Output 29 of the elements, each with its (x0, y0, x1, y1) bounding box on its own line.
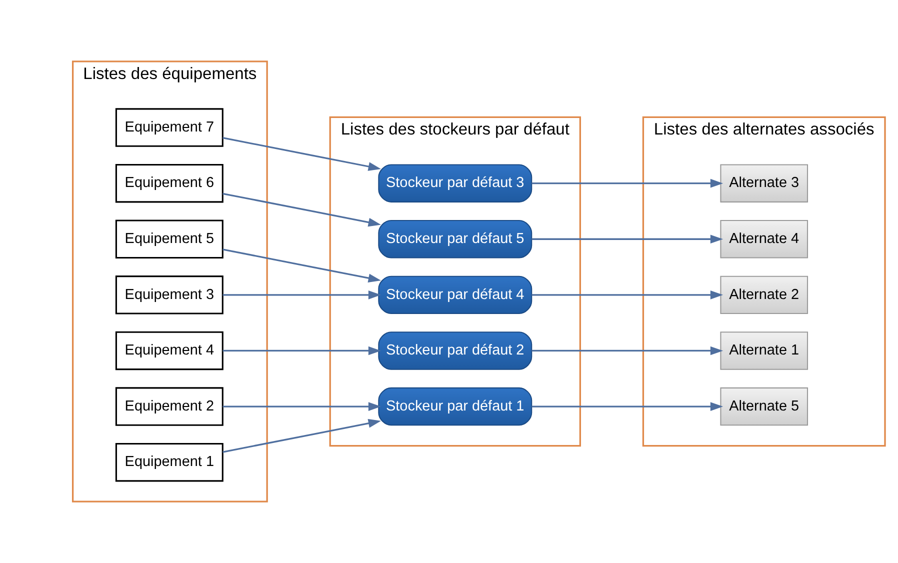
node-box: Stockeur par défaut 2 (378, 332, 532, 370)
node-box: Alternate 2 (720, 276, 808, 314)
arrow (222, 419, 381, 453)
arrow (222, 402, 382, 411)
arrow (222, 290, 382, 300)
arrow (532, 346, 724, 356)
node-box: Stockeur par défaut 1 (378, 387, 532, 426)
node-box: Equipement 3 (115, 276, 224, 314)
arrow (222, 137, 381, 171)
arrow (532, 290, 724, 300)
arrow (222, 346, 382, 356)
node-box: Alternate 1 (720, 332, 808, 370)
arrow (222, 192, 381, 227)
node-box: Equipement 7 (115, 108, 224, 147)
arrow (222, 248, 381, 282)
node-box: Equipement 6 (115, 164, 224, 203)
node-box: Alternate 3 (720, 164, 808, 202)
node-box: Stockeur par défaut 4 (378, 276, 532, 314)
node-box: Alternate 4 (720, 220, 808, 258)
node-box: Alternate 5 (720, 387, 808, 426)
node-box: Equipement 2 (115, 387, 224, 426)
node-box: Equipement 4 (115, 331, 224, 370)
node-box: Equipement 5 (115, 220, 224, 258)
node-box: Stockeur par défaut 5 (378, 220, 532, 258)
node-box: Equipement 1 (115, 442, 224, 482)
arrow (532, 234, 724, 244)
arrow (532, 178, 724, 188)
node-box: Stockeur par défaut 3 (378, 164, 532, 202)
arrow (532, 402, 724, 411)
